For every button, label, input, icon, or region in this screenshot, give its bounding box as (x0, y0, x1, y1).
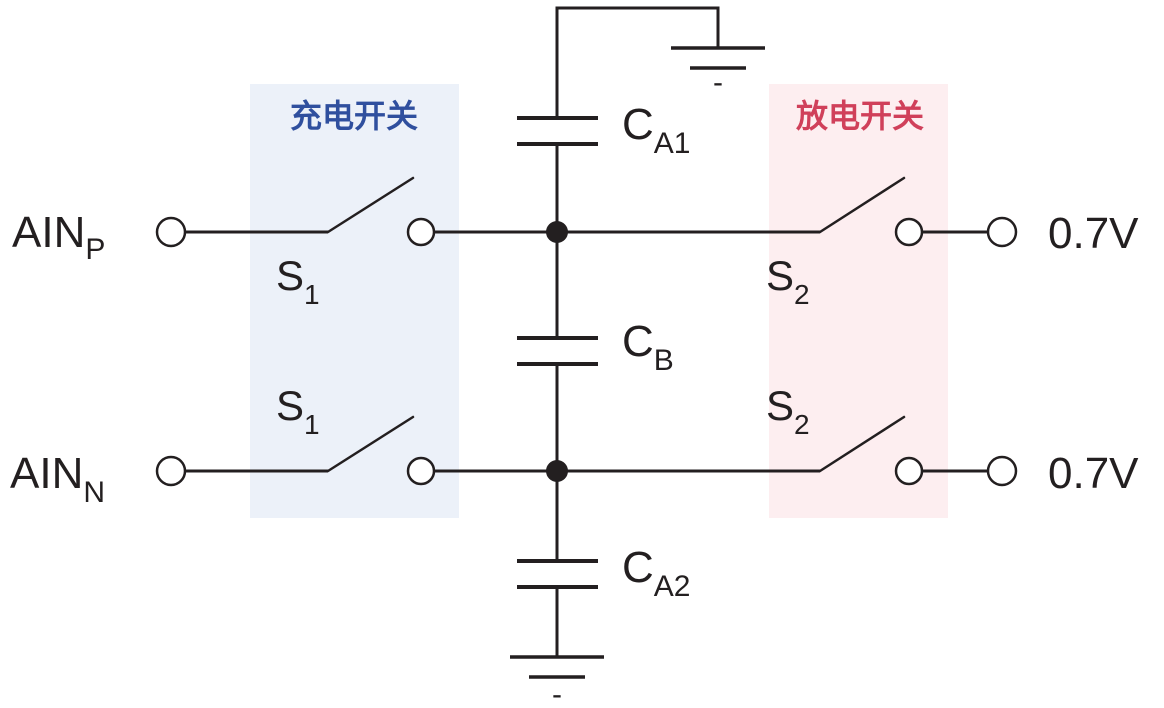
ain-n-label: AINN (10, 449, 105, 509)
s1-top-label: S1 (276, 252, 320, 310)
s1-bottom-contact (406, 456, 436, 486)
s2-top-main: S (766, 252, 794, 299)
s2-bottom-sub: 2 (794, 409, 810, 440)
ain-p-terminal (155, 216, 187, 248)
bottom-output-label: 0.7V (1048, 449, 1139, 498)
ca2-main: C (622, 543, 654, 592)
s2-bottom-main: S (766, 382, 794, 429)
ca1-main: C (622, 100, 654, 149)
ain-n-main: AIN (10, 449, 83, 498)
cb-label: CB (622, 317, 674, 377)
cb-main: C (622, 317, 654, 366)
ain-p-label: AINP (12, 208, 105, 266)
s2-bottom-contact (894, 456, 924, 486)
top-ground-mark: - (713, 66, 723, 99)
ca2-label: CA2 (622, 543, 690, 603)
s2-top-sub: 2 (794, 279, 810, 310)
s1-bottom-blade (326, 415, 415, 473)
discharge-switch-title: 放电开关 (796, 97, 924, 135)
s2-top-contact (894, 217, 924, 247)
ain-n-sub: N (83, 476, 105, 509)
cb-sub: B (654, 344, 674, 377)
s1-bottom-main: S (276, 382, 304, 429)
ca1-label: CA1 (622, 100, 690, 160)
bottom-ground-mark: - (552, 678, 562, 708)
ain-p-main: AIN (12, 208, 85, 257)
ca2-sub: A2 (654, 570, 691, 603)
top-ground-wire (555, 6, 720, 118)
s1-bottom-label: S1 (276, 382, 320, 440)
top-output-terminal (986, 216, 1018, 248)
ain-n-terminal (155, 455, 187, 487)
charge-switch-region (250, 84, 459, 518)
s1-top-main: S (276, 252, 304, 299)
ain-p-sub: P (85, 233, 105, 266)
s2-bottom-blade (818, 415, 906, 473)
s2-top-blade (818, 176, 906, 234)
charge-switch-title: 充电开关 (290, 97, 418, 135)
ca1-sub: A1 (654, 127, 691, 160)
s1-top-sub: 1 (304, 279, 320, 310)
s1-bottom-sub: 1 (304, 409, 320, 440)
s1-top-contact (406, 217, 436, 247)
bottom-output-terminal (986, 455, 1018, 487)
top-output-label: 0.7V (1048, 209, 1139, 258)
s2-bottom-label: S2 (766, 382, 810, 440)
s1-top-blade (326, 176, 415, 234)
s2-top-label: S2 (766, 252, 810, 310)
